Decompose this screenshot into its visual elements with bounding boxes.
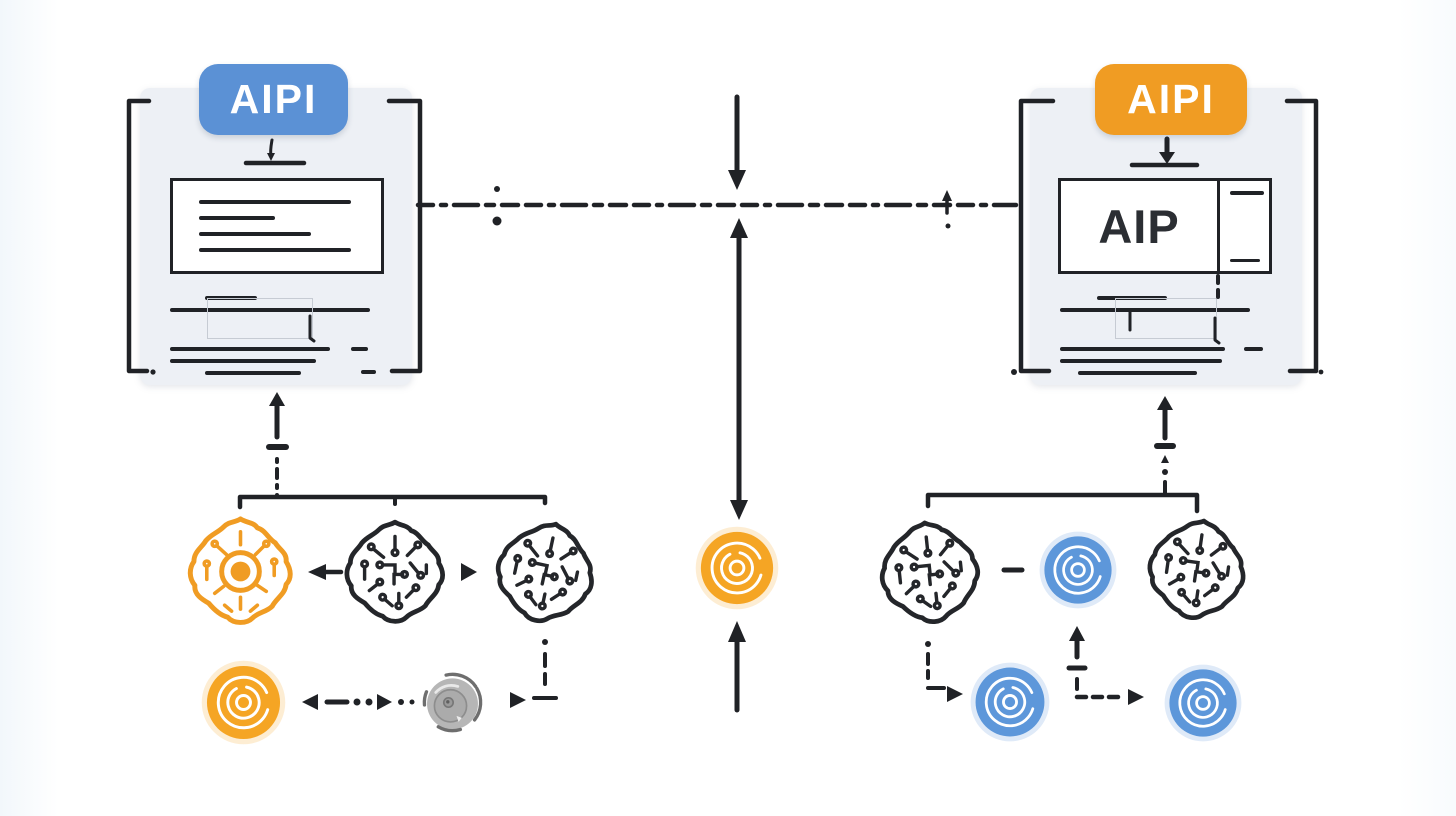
text-line — [199, 248, 351, 252]
circuit-brain-icon — [867, 508, 993, 637]
left-document-card — [140, 88, 412, 385]
gear-circle-icon — [419, 669, 486, 736]
center-arrow-up — [728, 621, 746, 713]
text-line — [1060, 308, 1250, 312]
circuit-brain-core-icon — [181, 511, 300, 632]
aip-title-area: AIP — [1061, 181, 1217, 271]
right-doc-textbox: AIP — [1058, 178, 1272, 274]
text-line — [1060, 359, 1222, 363]
right-aipi-badge: AIPI — [1095, 64, 1247, 135]
text-line — [170, 359, 316, 363]
left-double-dashed-arrow — [302, 694, 415, 710]
text-line — [1230, 191, 1264, 195]
target-circle-icon — [969, 661, 1051, 743]
blue-target-up-arrow — [1066, 626, 1144, 705]
left-brain-left-arrow — [308, 564, 344, 580]
circuit-brain-icon — [1133, 504, 1260, 636]
text-line — [170, 347, 330, 351]
aip-title: AIP — [1098, 199, 1180, 253]
text-dash — [351, 347, 368, 351]
text-line — [1078, 371, 1197, 375]
target-circle-icon — [694, 525, 780, 611]
right-cluster-arrow-to-card — [1154, 396, 1176, 497]
highlight-outline — [207, 298, 313, 339]
left-doc-textbox — [170, 178, 384, 274]
left-badge-label: AIPI — [229, 76, 318, 122]
text-dash — [1244, 347, 1263, 351]
text-line — [205, 296, 257, 300]
text-line — [199, 200, 351, 204]
text-line — [170, 308, 370, 312]
target-circle-icon — [1038, 530, 1118, 610]
left-cluster-bracket — [237, 494, 548, 510]
circuit-brain-icon — [478, 504, 613, 643]
text-line — [199, 216, 275, 220]
left-brain-right-arrow — [461, 563, 477, 581]
left-cluster-arrow-to-card — [266, 392, 289, 498]
text-line — [1230, 258, 1260, 262]
left-aipi-badge: AIPI — [199, 64, 348, 135]
right-badge-label: AIPI — [1127, 76, 1215, 122]
text-line — [205, 371, 301, 375]
brain4-down-dashed — [925, 641, 963, 702]
target-circle-icon — [1163, 663, 1243, 743]
doc-side-column — [1217, 181, 1269, 271]
brain3-down-dashed — [510, 639, 558, 708]
text-line — [1097, 296, 1167, 300]
main-dashed-connector — [415, 186, 1019, 229]
target-circle-icon — [200, 659, 287, 746]
center-arrow-down — [728, 94, 746, 190]
center-double-arrow — [730, 218, 748, 520]
highlight-outline — [1115, 298, 1217, 339]
text-line — [199, 232, 311, 236]
circuit-brain-icon — [338, 514, 452, 631]
text-line — [1060, 347, 1225, 351]
